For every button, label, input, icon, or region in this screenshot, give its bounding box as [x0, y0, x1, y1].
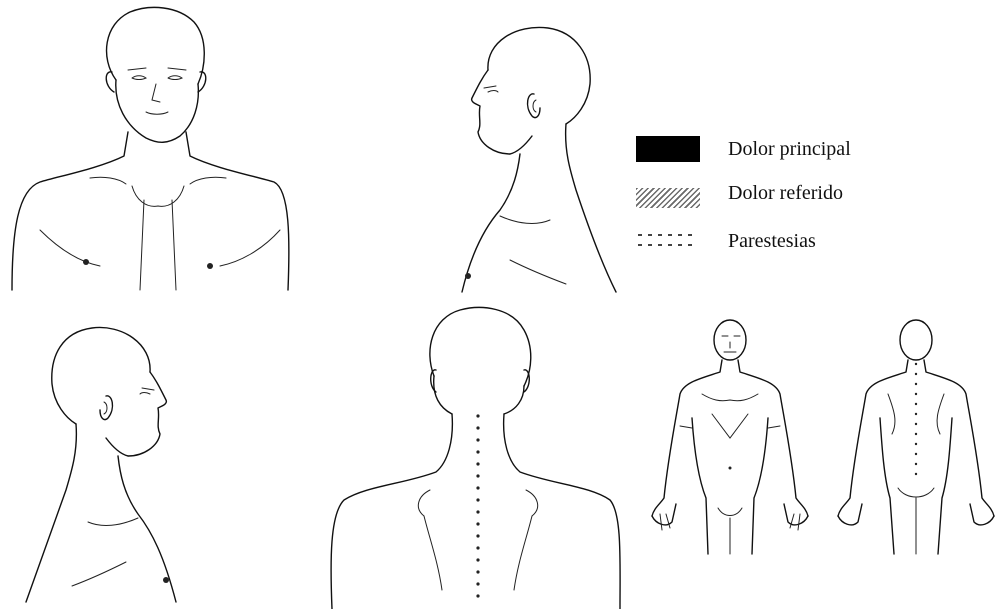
legend-item-dolor-principal: Dolor principal	[636, 136, 896, 180]
front-head-shoulders-figure	[0, 0, 300, 300]
legend: Dolor principal Dolor referido Parestesi…	[636, 136, 896, 268]
back-spine-dots	[915, 363, 917, 475]
full-body-back	[838, 320, 994, 554]
full-body-front-back-figure	[636, 318, 995, 558]
legend-label: Parestesias	[728, 228, 816, 254]
spine-paresthesia-dots	[476, 414, 479, 597]
legend-label: Dolor referido	[728, 180, 843, 206]
side-head-right-figure	[0, 318, 200, 609]
diagonal-hatch-icon	[636, 188, 700, 208]
full-body-front	[652, 320, 808, 554]
back-head-shoulders-figure	[320, 300, 630, 609]
dotted-icon	[636, 230, 700, 252]
legend-item-dolor-referido: Dolor referido	[636, 180, 896, 224]
side-head-left-figure	[440, 20, 630, 300]
legend-item-parestesias: Parestesias	[636, 224, 896, 268]
solid-black-icon	[636, 136, 700, 162]
legend-label: Dolor principal	[728, 136, 851, 162]
